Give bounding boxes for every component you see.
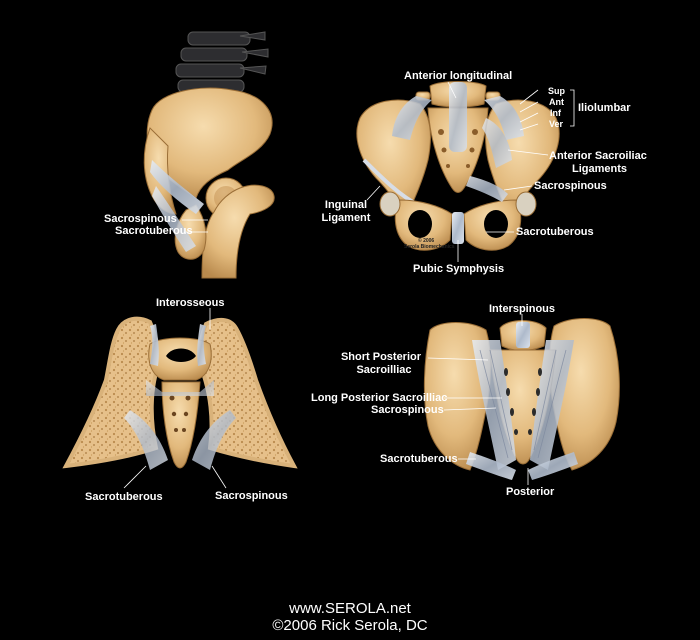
anterior-longitudinal-ligament xyxy=(449,82,467,152)
label-short-posterior-line2: Sacroilliac xyxy=(356,364,412,376)
label-sacrotuberous-section: Sacrotuberous xyxy=(85,491,163,503)
label-long-posterior-sacroiliac: Long Posterior Sacroilliac xyxy=(311,392,448,404)
section-view xyxy=(62,316,298,470)
iliolumbar-ligament-left xyxy=(392,96,432,140)
footer-copyright: ©2006 Rick Serola, DC xyxy=(272,617,428,634)
sacral-canal xyxy=(166,348,196,362)
sacrospinous-ligament-section xyxy=(192,410,236,470)
lateral-view xyxy=(143,31,275,279)
label-anterior-longitudinal: Anterior longitudinal xyxy=(404,70,513,82)
interosseous-ligament-right xyxy=(197,324,206,366)
anterior-sacroiliac-ligament xyxy=(482,118,512,168)
label-sacrotuberous-lateral: Sacrotuberous xyxy=(115,225,193,237)
label-sacrotuberous-posterior: Sacrotuberous xyxy=(380,453,458,465)
label-inguinal-line1: Inguinal xyxy=(324,199,368,211)
sacrospinous-ligament-lateral xyxy=(150,160,204,214)
anterior-view xyxy=(356,81,560,251)
iliolumbar-ligament-right xyxy=(484,96,524,140)
footer-url: www.SEROLA.net xyxy=(289,600,411,617)
label-iliolumbar-ver: Ver xyxy=(549,119,564,129)
label-iliolumbar-sup: Sup xyxy=(548,86,565,96)
sacrotuberous-ligament-posterior xyxy=(466,452,516,480)
leader-lines xyxy=(123,81,575,489)
label-sacrospinous-section: Sacrospinous xyxy=(215,490,288,502)
sacrotuberous-ligament-lateral xyxy=(152,186,196,252)
watermark-line2: Serola Biomechanics xyxy=(404,244,455,250)
label-anterior-sacroiliac-line2: Ligaments xyxy=(572,163,628,175)
label-pubic-symphysis: Pubic Symphysis xyxy=(413,263,505,275)
label-anterior-sacroiliac-line1: Anterior Sacroiliac xyxy=(549,150,647,162)
label-short-posterior-line1: Short Posterior xyxy=(340,351,422,363)
pubic-symphysis xyxy=(452,212,464,244)
interosseous-ligament-left xyxy=(150,324,159,366)
watermark-line1: © 2006 xyxy=(418,238,435,244)
label-inguinal-line2: Ligament xyxy=(321,212,371,224)
label-sacrospinous-anterior: Sacrospinous xyxy=(534,180,607,192)
sacrospinous-ligament-anterior xyxy=(466,176,508,202)
label-interspinous: Interspinous xyxy=(489,303,556,315)
femur xyxy=(201,184,275,279)
label-iliolumbar-ant: Ant xyxy=(549,97,564,107)
sacrum-lower-section xyxy=(161,381,201,469)
posterior-view xyxy=(423,318,620,480)
label-iliolumbar-inf: Inf xyxy=(550,108,561,118)
label-sacrospinous-lateral: Sacrospinous xyxy=(104,213,177,225)
interspinous-ligament xyxy=(516,322,530,348)
label-sacrotuberous-anterior: Sacrotuberous xyxy=(516,226,594,238)
label-iliolumbar: Iliolumbar xyxy=(578,102,631,114)
sacrotuberous-ligament-section xyxy=(124,410,168,470)
lumbar-spine xyxy=(175,31,269,93)
label-sacrospinous-posterior: Sacrospinous xyxy=(371,404,444,416)
label-interosseous: Interosseous xyxy=(156,297,225,309)
label-posterior: Posterior xyxy=(506,486,555,498)
